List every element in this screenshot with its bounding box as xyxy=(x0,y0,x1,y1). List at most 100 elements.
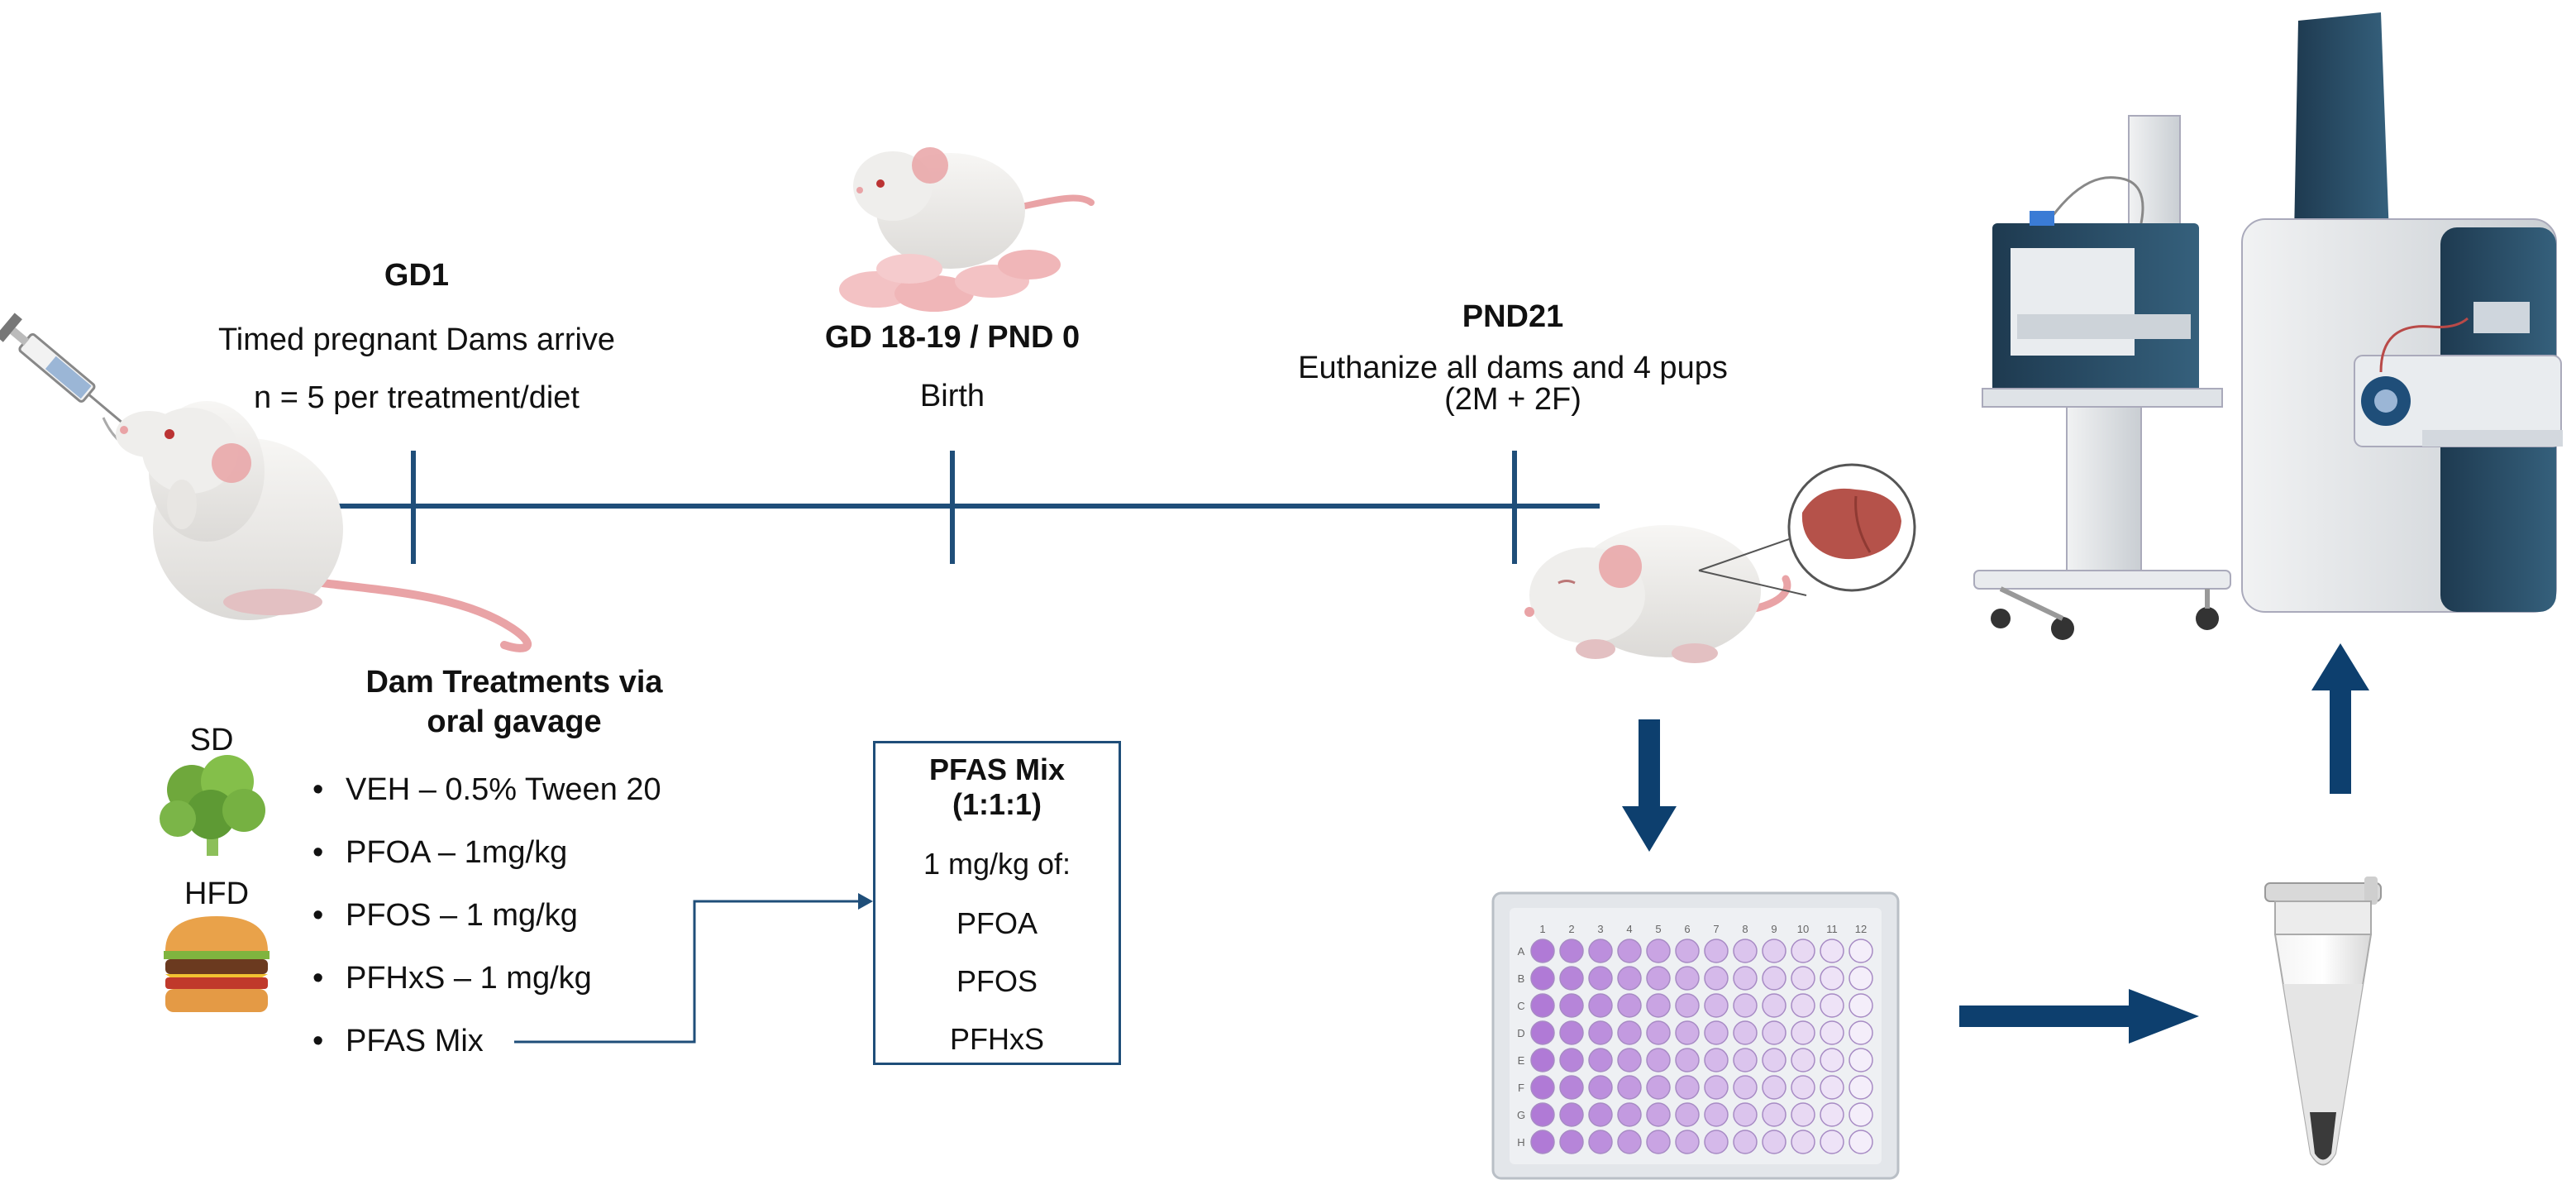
plate-well xyxy=(1588,1020,1613,1045)
plate-well xyxy=(1617,966,1642,991)
plate-well xyxy=(1820,1102,1844,1127)
plate-column-label: 8 xyxy=(1742,923,1748,935)
treatment-item: •PFAS Mix xyxy=(312,1024,484,1058)
plate-well xyxy=(1791,939,1815,963)
plate-well xyxy=(1675,993,1700,1018)
treatments-heading-line1: Dam Treatments via xyxy=(365,665,663,700)
gd1-title: GD1 xyxy=(384,258,450,293)
plate-well xyxy=(1733,1048,1758,1072)
pnd21-description: Euthanize all dams and 4 pups xyxy=(1298,351,1728,385)
treatment-item: •PFOA – 1mg/kg xyxy=(312,835,568,870)
plate-row-label: H xyxy=(1517,1136,1524,1149)
pfas-mix-ratio: (1:1:1) xyxy=(952,787,1042,821)
bullet-icon: • xyxy=(312,961,324,996)
pnd21-title: PND21 xyxy=(1462,299,1564,334)
plate-column-label: 1 xyxy=(1539,923,1545,935)
plate-column-label: 6 xyxy=(1684,923,1690,935)
plate-well xyxy=(1791,1130,1815,1154)
plate-well xyxy=(1820,966,1844,991)
plate-well xyxy=(1704,993,1729,1018)
arrow-up xyxy=(2311,643,2369,794)
plate-well xyxy=(1704,1102,1729,1127)
plate-well xyxy=(1559,939,1584,963)
bullet-icon: • xyxy=(312,1024,324,1058)
gd1-description: Timed pregnant Dams arrive xyxy=(217,322,616,357)
plate-well xyxy=(1820,1075,1844,1100)
plate-well xyxy=(1559,966,1584,991)
plate-well xyxy=(1849,1048,1873,1072)
plate-well xyxy=(1617,1102,1642,1127)
plate-well xyxy=(1675,1130,1700,1154)
plate-row-label: D xyxy=(1517,1027,1524,1039)
plate-column-label: 9 xyxy=(1771,923,1777,935)
pfas-mix-title: PFAS Mix xyxy=(928,752,1066,786)
timeline xyxy=(339,451,1600,564)
plate-well xyxy=(1791,1020,1815,1045)
plate-well xyxy=(1530,1075,1555,1100)
plate-well xyxy=(1820,939,1844,963)
plate-well xyxy=(1617,1048,1642,1072)
diet-label-sd: SD xyxy=(189,723,234,757)
plate-column-label: 4 xyxy=(1626,923,1632,935)
plate-well xyxy=(1646,1048,1671,1072)
plate-well xyxy=(1559,1020,1584,1045)
plate-well xyxy=(1559,1130,1584,1154)
dam-mouse-illustration xyxy=(116,401,532,652)
plate-well xyxy=(1849,966,1873,991)
plate-well xyxy=(1617,993,1642,1018)
plate-well xyxy=(1559,1048,1584,1072)
plate-well xyxy=(1530,1020,1555,1045)
plate-well xyxy=(1675,1048,1700,1072)
gd1-sample-size: n = 5 per treatment/diet xyxy=(254,380,580,415)
plate-well xyxy=(1617,1020,1642,1045)
plate-column-label: 2 xyxy=(1568,923,1574,935)
plate-well xyxy=(1530,1130,1555,1154)
liver-zoom-icon xyxy=(1698,463,1916,596)
plate-well xyxy=(1704,1020,1729,1045)
plate-well xyxy=(1646,939,1671,963)
treatment-item: •PFHxS – 1 mg/kg xyxy=(312,961,592,996)
plate-column-label: 11 xyxy=(1826,923,1838,935)
plate-well xyxy=(1588,1102,1613,1127)
plate-well xyxy=(1733,1102,1758,1127)
plate-well xyxy=(1675,1102,1700,1127)
plate-well xyxy=(1704,1075,1729,1100)
plate-well xyxy=(1733,939,1758,963)
plate-well xyxy=(1849,1130,1873,1154)
plate-row-label: E xyxy=(1518,1054,1525,1067)
pnd21-pups: (2M + 2F) xyxy=(1444,382,1581,417)
plate-well xyxy=(1762,1102,1787,1127)
plate-well xyxy=(1762,1020,1787,1045)
diet-label-hfd: HFD xyxy=(184,877,250,911)
plate-well xyxy=(1559,993,1584,1018)
plate-well xyxy=(1675,1020,1700,1045)
plate-well xyxy=(1849,1075,1873,1100)
plate-well xyxy=(1530,966,1555,991)
plate-well xyxy=(1704,1130,1729,1154)
plate-well xyxy=(1646,993,1671,1018)
treatment-item: •PFOS – 1 mg/kg xyxy=(312,898,578,933)
plate-well xyxy=(1646,966,1671,991)
plate-well xyxy=(1791,993,1815,1018)
pfas-mix-dose: 1 mg/kg of: xyxy=(923,847,1071,881)
plate-well xyxy=(1733,1130,1758,1154)
burger-icon xyxy=(164,916,270,1012)
plate-well xyxy=(1849,1020,1873,1045)
arrow-right xyxy=(1959,989,2199,1044)
plate-well xyxy=(1530,1048,1555,1072)
plate-well xyxy=(1733,966,1758,991)
plate-well xyxy=(1588,966,1613,991)
plate-column-label: 10 xyxy=(1797,923,1809,935)
birth-description: Birth xyxy=(919,379,985,413)
plate-well xyxy=(1791,1048,1815,1072)
pfas-mix-component: PFHxS xyxy=(949,1022,1045,1056)
plate-well xyxy=(1588,1130,1613,1154)
plate-well xyxy=(1588,1075,1613,1100)
plate-well xyxy=(1820,1020,1844,1045)
plate-well xyxy=(1704,966,1729,991)
syringe-icon xyxy=(0,313,125,425)
pfas-mix-component: PFOS xyxy=(956,964,1038,998)
plate-well xyxy=(1820,993,1844,1018)
